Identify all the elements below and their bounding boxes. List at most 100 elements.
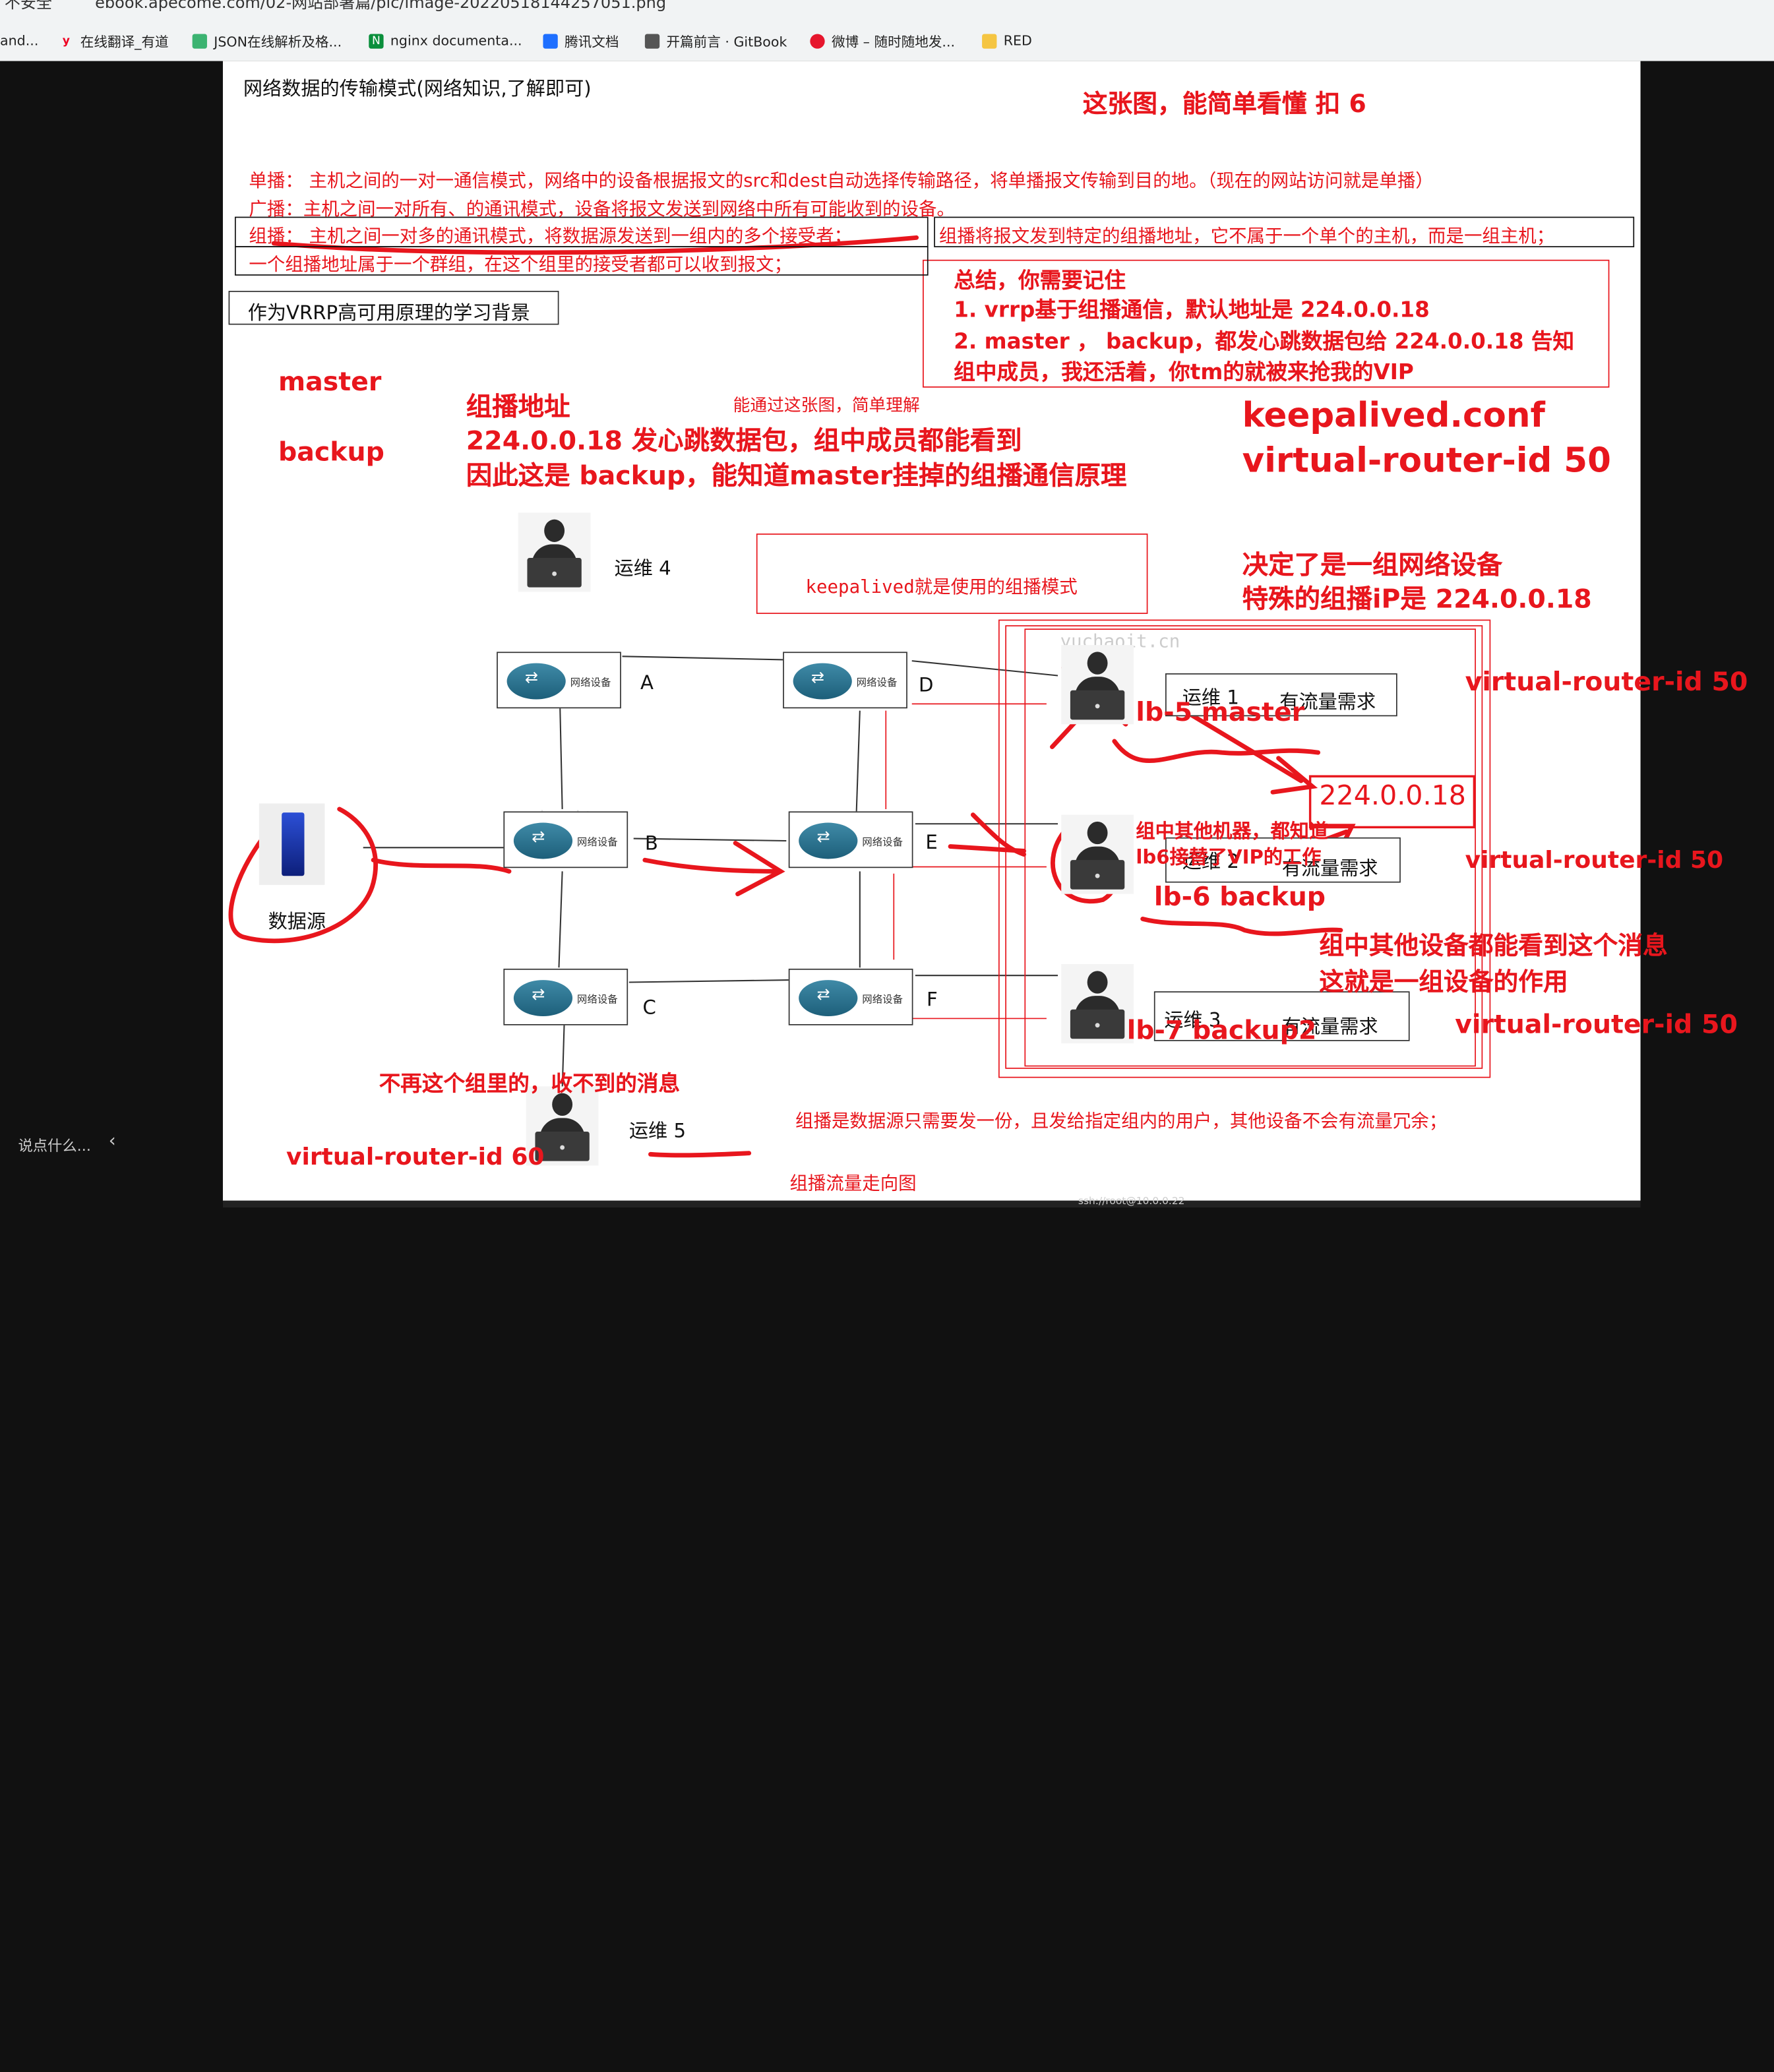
nginx-icon: N xyxy=(369,33,384,48)
book-icon xyxy=(644,33,660,48)
vrid-ops3: virtual-router-id 50 xyxy=(1455,1010,1738,1041)
diagram-lines xyxy=(228,216,1635,1158)
collapse-chevron-icon[interactable]: ‹ xyxy=(108,1129,116,1151)
router-icon xyxy=(799,980,858,1016)
address-bar[interactable]: 不安全 ebook.apecome.com/02-网站部署篇/pic/image… xyxy=(0,0,1774,16)
bookmark-red[interactable]: RED xyxy=(982,30,1032,52)
json-icon xyxy=(192,33,207,48)
letter-c: C xyxy=(642,996,656,1020)
browser-chrome: 不安全 ebook.apecome.com/02-网站部署篇/pic/image… xyxy=(0,0,1774,61)
tencent-docs-icon xyxy=(543,33,558,48)
understand-note: 能通过这张图，简单理解 xyxy=(733,394,920,415)
seen-line-2: 这就是一组设备的作用 xyxy=(1319,968,1568,997)
folder-icon xyxy=(982,33,997,48)
user-ops3-icon xyxy=(1061,964,1134,1044)
ops3-label: 运维 3 xyxy=(1164,1009,1221,1033)
right-backdrop xyxy=(1640,61,1774,1208)
group-addr-line-1: 224.0.0.18 发心跳数据包，组中成员都能看到 xyxy=(466,426,1022,456)
user-ops1-icon xyxy=(1061,645,1134,725)
top-note: 这张图，能简单看懂 扣 6 xyxy=(1082,90,1366,119)
ops1-box: 运维 1 有流量需求 xyxy=(1165,673,1397,717)
letter-d: D xyxy=(919,674,934,698)
user-ops4-icon xyxy=(518,512,591,592)
datasource-label: 数据源 xyxy=(268,911,326,934)
summary-line-1: 1. vrrp基于组播通信，默认地址是 224.0.0.18 xyxy=(954,297,1430,323)
ops2-need: 有流量需求 xyxy=(1281,857,1378,881)
ops3-need: 有流量需求 xyxy=(1281,1016,1378,1039)
bookmark-weibo[interactable]: 微博 – 随时随地发... xyxy=(810,30,955,52)
vrid-ops1: virtual-router-id 50 xyxy=(1465,667,1748,698)
vrid-ops5: virtual-router-id 60 xyxy=(286,1143,545,1171)
conf-filename: keepalived.conf xyxy=(1242,396,1545,436)
lb7-label: lb-7 backup2 xyxy=(1126,1016,1317,1046)
multicast-text-a: 组播： 主机之间一对多的通讯模式，将数据源发送到一组内的多个接受者； xyxy=(249,225,852,247)
router-e: 网络设备 xyxy=(788,811,913,868)
summary-title: 总结，你需要记住 xyxy=(954,268,1126,293)
keepalived-box-text: keepalived就是使用的组播模式 xyxy=(805,576,1078,598)
letter-f: F xyxy=(927,989,938,1012)
user-ops2-icon xyxy=(1061,814,1134,894)
router-b: 网络设备 xyxy=(503,811,628,868)
security-indicator[interactable]: 不安全 xyxy=(4,0,52,13)
bookmark-tencent-docs[interactable]: 腾讯文档 xyxy=(543,30,619,52)
footer-note: 组播是数据源只需要发一份，且发给指定组内的用户，其他设备不会有流量冗余； xyxy=(795,1110,1448,1132)
bookmark-json[interactable]: JSON在线解析及格... xyxy=(192,30,342,52)
router-icon xyxy=(513,980,573,1016)
ops5-label: 运维 5 xyxy=(628,1120,687,1143)
master-label: master xyxy=(278,367,382,398)
bottom-strip: ssh://root@10.0.0.22 xyxy=(222,1196,1641,1207)
ops1-need: 有流量需求 xyxy=(1279,691,1376,714)
vrrp-background-box: 作为VRRP高可用原理的学习背景 xyxy=(228,291,559,325)
multicast-ip: 224.0.0.18 xyxy=(1319,779,1466,812)
router-icon xyxy=(506,663,566,700)
lb6-label: lb-6 backup xyxy=(1153,882,1326,913)
router-c: 网络设备 xyxy=(503,968,628,1025)
conf-vrid: virtual-router-id 50 xyxy=(1242,441,1611,481)
router-icon xyxy=(799,822,858,859)
ssh-text: ssh://root@10.0.0.22 xyxy=(1078,1196,1185,1207)
ops4-label: 运维 4 xyxy=(614,558,671,581)
summary-line-2: 2. master ， backup，都发心跳数据包给 224.0.0.18 告… xyxy=(954,329,1575,355)
letter-a: A xyxy=(640,672,654,695)
ops1-label: 运维 1 xyxy=(1182,686,1239,710)
ops2-box: 运维 2 有流量需求 xyxy=(1165,837,1401,883)
server-icon xyxy=(259,803,325,885)
router-icon xyxy=(793,663,852,700)
weibo-icon xyxy=(810,33,825,48)
url-text[interactable]: ebook.apecome.com/02-网站部署篇/pic/image-202… xyxy=(95,0,667,13)
group-others-2: lb6接替了VIP的工作 xyxy=(1136,846,1322,869)
ops3-box: 运维 3 有流量需求 xyxy=(1153,991,1410,1041)
not-in-group: 不再这个组里的，收不到的消息 xyxy=(379,1072,681,1097)
user-ops5-icon xyxy=(526,1086,599,1166)
youdao-icon: y xyxy=(62,34,70,47)
letter-b: B xyxy=(644,832,658,856)
backup-label: backup xyxy=(278,438,384,468)
router-f: 网络设备 xyxy=(788,968,913,1025)
vrid-ops2: virtual-router-id 50 xyxy=(1465,846,1724,874)
unicast-text: 单播： 主机之间的一对一通信模式，网络中的设备根据报文的src和dest自动选择… xyxy=(249,169,1434,192)
footer-caption: 组播流量走向图 xyxy=(789,1172,917,1194)
bookmark-gitbook[interactable]: 开篇前言 · GitBook xyxy=(644,30,787,52)
summary-line-3: 组中成员，我还活着，你tm的就被来抢我的VIP xyxy=(954,359,1414,385)
group-others-1: 组中其他机器，都知道 xyxy=(1136,820,1329,843)
letter-e: E xyxy=(925,832,938,855)
comment-placeholder[interactable]: 说点什么... xyxy=(18,1138,91,1156)
left-backdrop xyxy=(0,61,223,1208)
router-icon xyxy=(513,822,573,859)
decide-line-2: 特殊的组播iP是 224.0.0.18 xyxy=(1242,585,1592,615)
multicast-text-b: 组播将报文发到特定的组播地址，它不属于一个单个的主机，而是一组主机； xyxy=(938,225,1555,247)
router-d: 网络设备 xyxy=(783,652,907,709)
comment-bar[interactable]: 说点什么... ‹ xyxy=(0,1122,136,1163)
group-addr-title: 组播地址 xyxy=(466,392,570,423)
ops2-label: 运维 2 xyxy=(1182,851,1239,874)
router-a: 网络设备 xyxy=(497,652,621,709)
multicast-text-c: 一个组播地址属于一个群组，在这个组里的接受者都可以收到报文； xyxy=(249,253,792,275)
broadcast-text: 广播：主机之间一对所有、的通讯模式，设备将报文发送到网络中所有可能收到的设备。 xyxy=(249,198,955,220)
seen-line-1: 组中其他设备都能看到这个消息 xyxy=(1319,932,1668,961)
page-heading: 网络数据的传输模式(网络知识,了解即可) xyxy=(243,78,592,101)
bookmark-0[interactable]: and... xyxy=(0,32,39,49)
group-addr-line-2: 因此这是 backup，能知道master挂掉的组播通信原理 xyxy=(466,462,1127,491)
